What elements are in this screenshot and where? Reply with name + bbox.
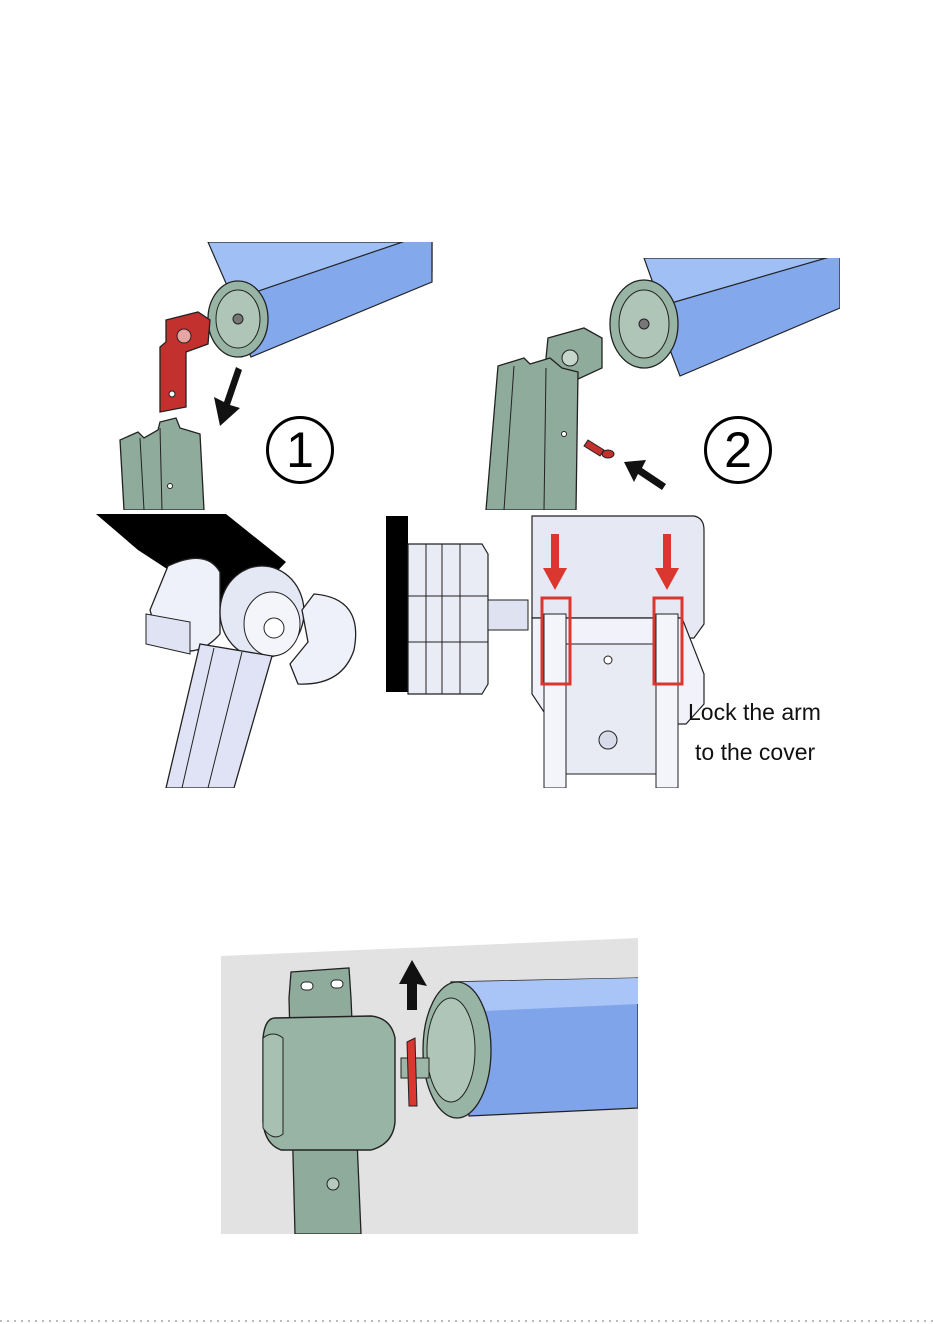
step-2-illustration [484,258,840,510]
step-1-number: 1 [266,416,334,484]
assembled-end-cap-illustration [221,938,638,1234]
lock-caption-line-2: to the cover [695,741,815,764]
cover-assembly-illustration [96,514,362,788]
lock-caption-line-1: Lock the arm [688,701,821,724]
page-bottom-rule [0,1320,933,1322]
step-1-illustration [96,242,436,510]
step-2-number: 2 [704,416,772,484]
